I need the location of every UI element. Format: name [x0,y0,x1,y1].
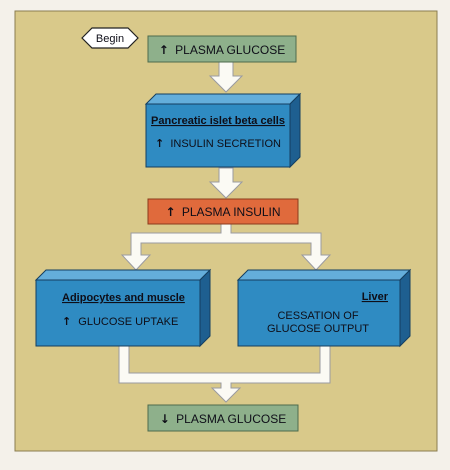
node-liver: Liver CESSATION OF GLUCOSE OUTPUT [236,268,412,348]
adipocytes-text: GLUCOSE UPTAKE [78,316,178,328]
node-adipocytes-muscle: Adipocytes and muscle ↑ GLUCOSE UPTAKE [34,268,212,348]
liver-line-1: CESSATION OF [277,310,358,322]
liver-title: Liver [362,291,389,303]
arrow-insulin-split [120,223,332,271]
svg-text:↓ PLASMA GLUCOSE: ↓ PLASMA GLUCOSE [160,412,286,426]
glucose-up-text: PLASMA GLUCOSE [175,43,285,57]
begin-label: Begin [96,33,124,45]
svg-text:↑ PLASMA INSULIN: ↑ PLASMA INSULIN [165,205,280,219]
adipocytes-arrow: ↑ [62,315,71,328]
insulin-up-arrow: ↑ [165,205,175,219]
arrow-merge-to-glucose [118,344,331,403]
begin-tag: Begin [81,27,139,49]
glucose-down-arrow: ↓ [160,412,170,426]
liver-line-2: GLUCOSE OUTPUT [267,323,369,335]
svg-text:↑ INSULIN SECRETION: ↑ INSULIN SECRETION [155,137,281,150]
glucose-up-arrow: ↑ [159,43,169,57]
node-plasma-glucose-up: ↑ PLASMA GLUCOSE [147,35,297,63]
connector-arrows [118,61,332,403]
glucose-down-text: PLASMA GLUCOSE [176,412,286,426]
node-beta-cells: Pancreatic islet beta cells ↑ INSULIN SE… [144,92,302,169]
node-plasma-insulin-up: ↑ PLASMA INSULIN [147,198,299,225]
arrow-glucose-to-beta-cells [208,61,244,93]
insulin-up-text: PLASMA INSULIN [182,205,281,219]
beta-cells-text: INSULIN SECRETION [170,138,281,150]
adipocytes-title: Adipocytes and muscle [62,292,185,304]
svg-text:↑ PLASMA GLUCOSE: ↑ PLASMA GLUCOSE [159,43,285,57]
arrow-beta-cells-to-insulin [208,167,244,199]
node-plasma-glucose-down: ↓ PLASMA GLUCOSE [147,404,299,432]
beta-cells-title: Pancreatic islet beta cells [151,115,285,127]
svg-text:↑ GLUCOSE UPTAKE: ↑ GLUCOSE UPTAKE [62,315,178,328]
beta-cells-arrow: ↑ [155,137,164,150]
